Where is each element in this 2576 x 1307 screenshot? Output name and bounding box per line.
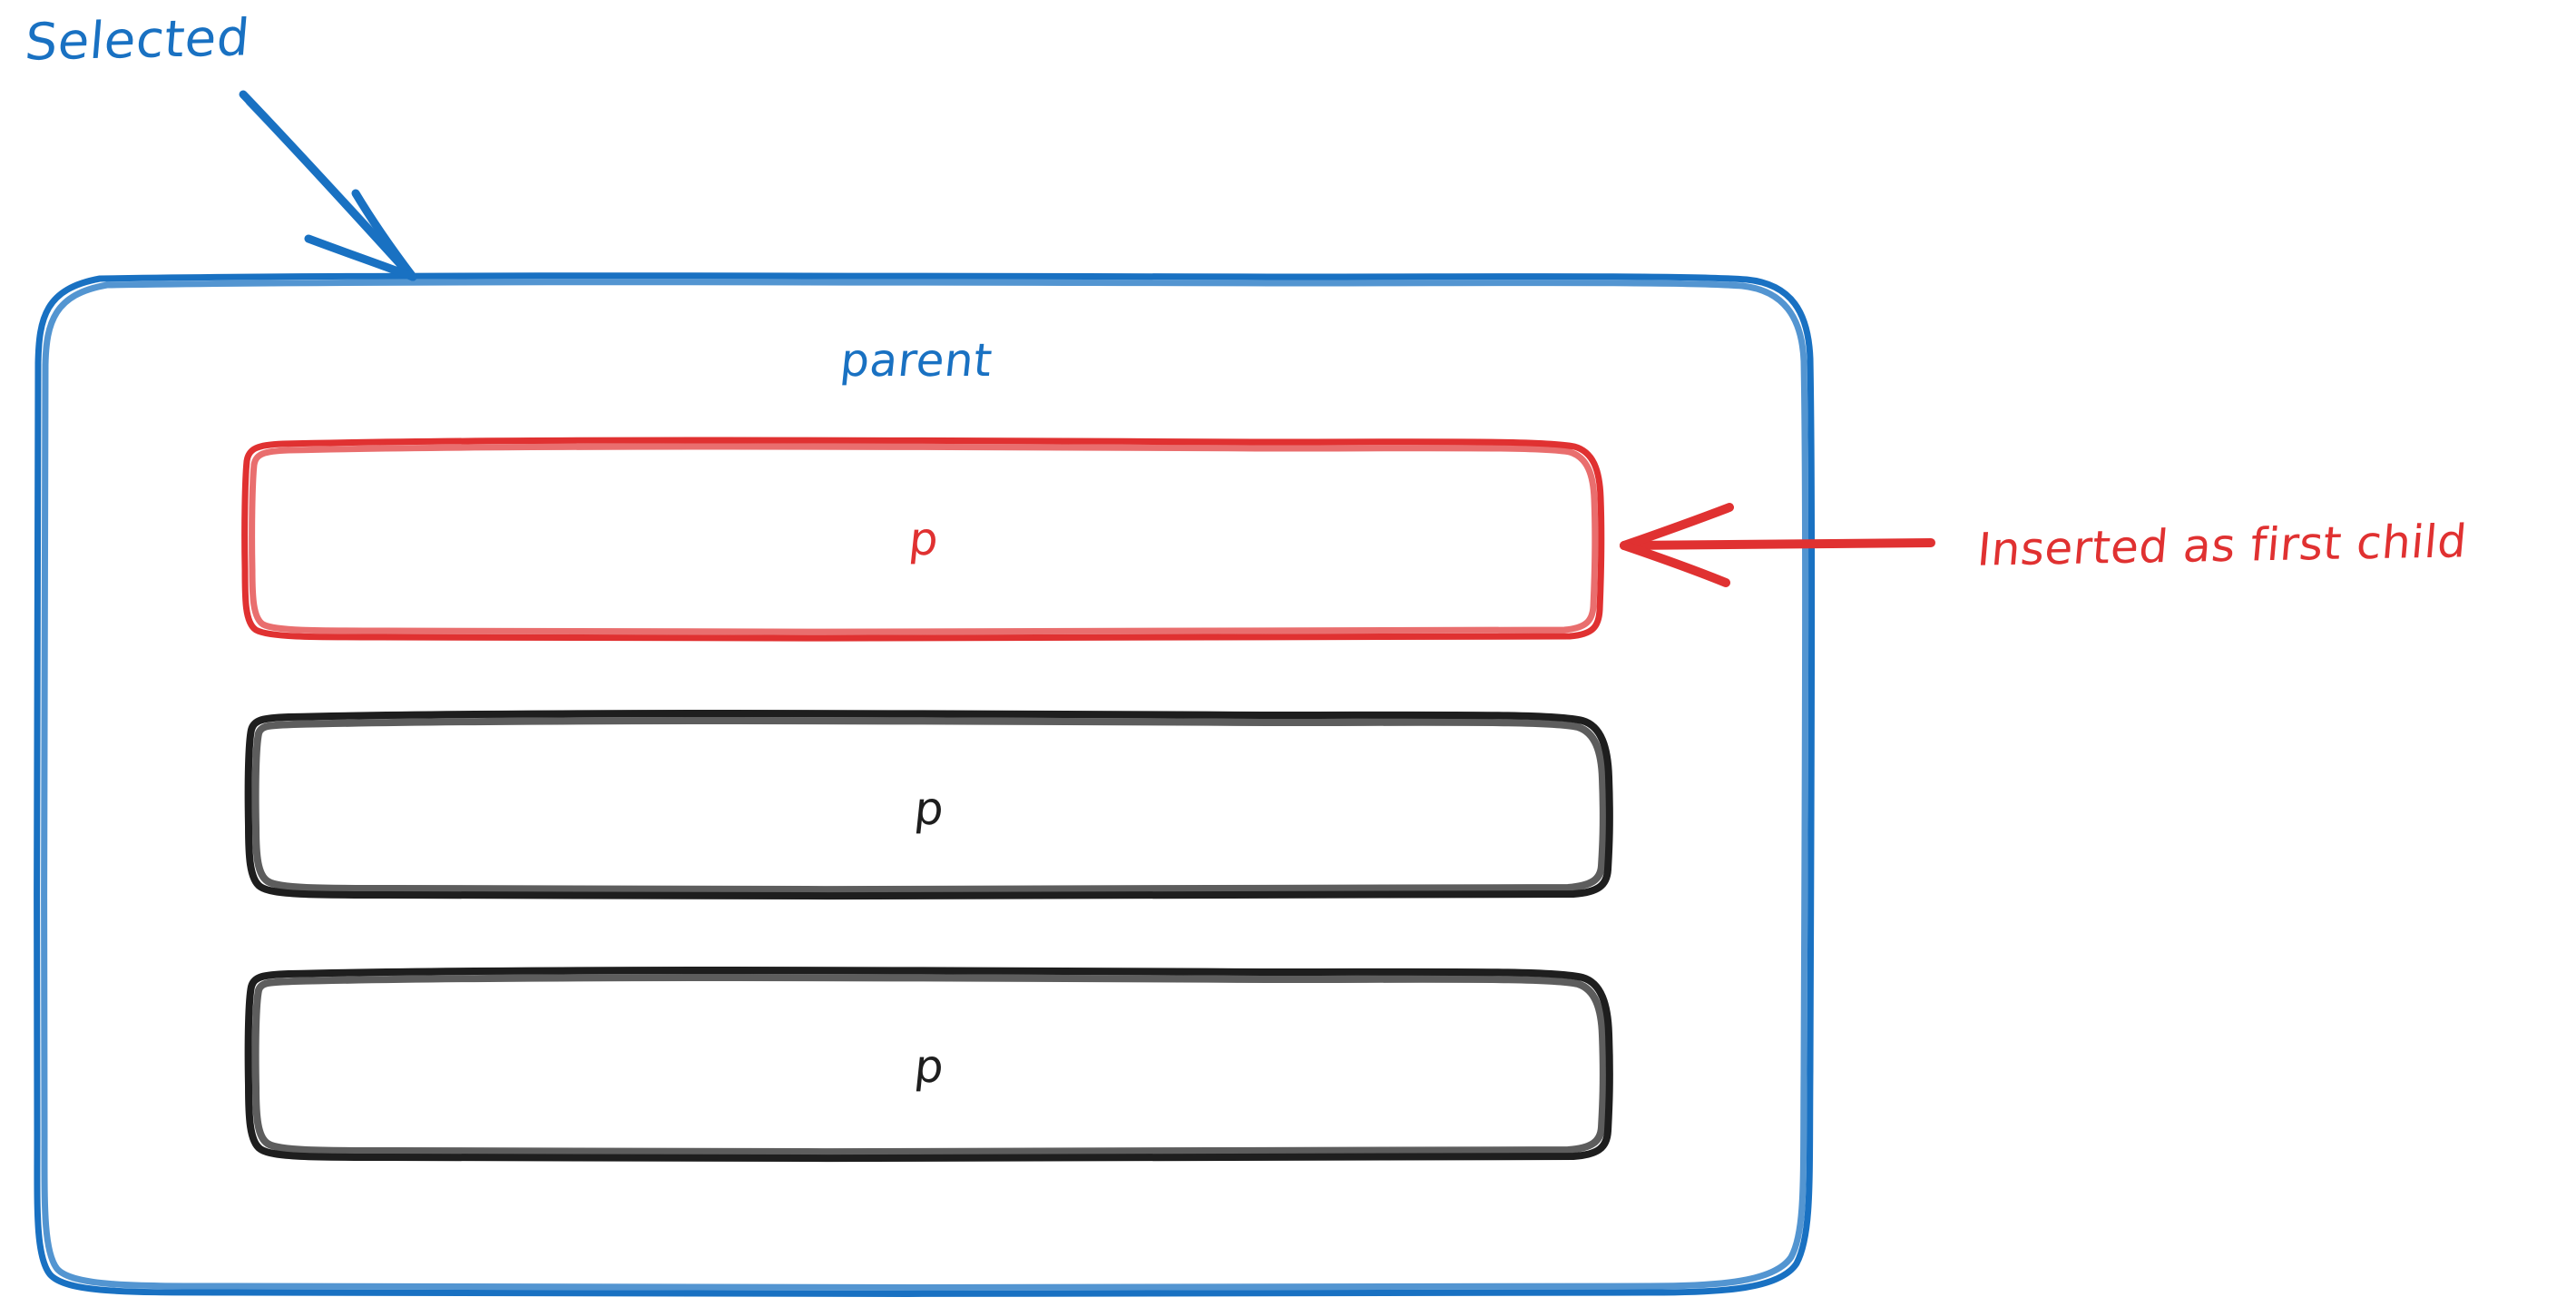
child-3-label: p — [912, 1040, 946, 1093]
child-box-3[interactable] — [244, 967, 1613, 1163]
selected-annotation-label: Selected — [23, 8, 252, 73]
child-2-label: p — [912, 782, 946, 835]
inserted-annotation-label: Inserted as first child — [1975, 515, 2470, 576]
inserted-arrow — [1620, 503, 1935, 587]
parent-container[interactable] — [34, 272, 1816, 1298]
selected-arrow — [239, 90, 417, 281]
child-box-inserted[interactable] — [241, 437, 1605, 642]
child-1-label: p — [906, 513, 941, 565]
parent-label: parent — [837, 334, 995, 387]
child-box-2[interactable] — [244, 710, 1613, 900]
